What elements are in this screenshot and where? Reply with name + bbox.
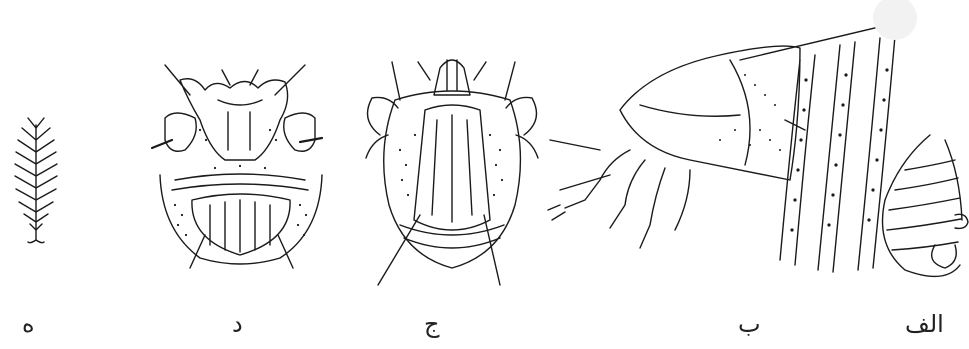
- label-alef: الف: [905, 310, 944, 338]
- mite-lateral-view-drawing: [548, 22, 900, 248]
- annulated-body-drawing: [883, 135, 969, 276]
- label-jim: ج: [424, 310, 440, 338]
- corner-mark: [873, 0, 917, 40]
- label-dal: د: [232, 310, 243, 338]
- label-be: ب: [738, 310, 761, 338]
- mite-dorsal-view-drawing: [152, 65, 322, 268]
- ribbed-band-drawings: [780, 36, 895, 272]
- mite-ventral-view-drawing: [366, 60, 538, 285]
- label-he: ه: [22, 310, 35, 338]
- feathered-seta-drawing: [15, 118, 57, 243]
